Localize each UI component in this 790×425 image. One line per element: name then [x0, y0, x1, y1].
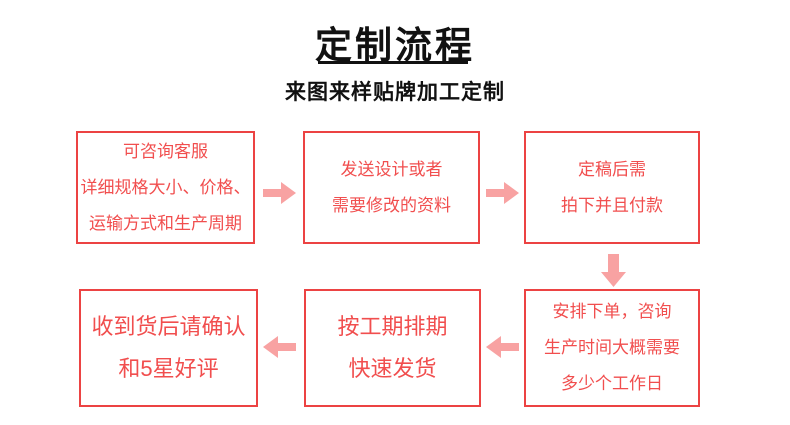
step-3-line-2: 拍下并且付款 [561, 195, 663, 215]
page-title: 定制流程 [315, 25, 475, 66]
arrow-right-icon [486, 182, 519, 204]
step-4-line-1: 安排下单，咨询 [552, 302, 672, 321]
step-box-3: 定稿后需 拍下并且付款 [524, 131, 700, 244]
step-4-line-3: 多少个工作日 [561, 374, 663, 393]
step-5-line-2: 快速发货 [348, 356, 437, 381]
step-box-5: 按工期排期 快速发货 [304, 289, 481, 407]
step-3-line-1: 定稿后需 [578, 159, 646, 179]
step-1-line-3: 运输方式和生产周期 [89, 213, 242, 233]
step-4-line-2: 生产时间大概需要 [544, 338, 680, 357]
step-1-line-2: 详细规格大小、价格、 [80, 177, 251, 197]
step-box-6: 收到货后请确认 和5星好评 [79, 289, 258, 407]
page-subtitle: 来图来样贴牌加工定制 [285, 81, 505, 104]
step-box-2: 发送设计或者 需要修改的资料 [303, 131, 480, 244]
step-2-line-2: 需要修改的资料 [332, 195, 451, 215]
step-6-line-1: 收到货后请确认 [91, 314, 246, 339]
arrow-left-icon [263, 336, 296, 358]
title-underline [318, 61, 468, 64]
step-box-1: 可咨询客服 详细规格大小、价格、 运输方式和生产周期 [76, 131, 255, 244]
arrow-left-icon [486, 336, 519, 358]
step-5-line-1: 按工期排期 [337, 314, 448, 339]
step-box-4: 安排下单，咨询 生产时间大概需要 多少个工作日 [524, 289, 700, 407]
step-2-line-1: 发送设计或者 [340, 159, 443, 179]
step-1-line-1: 可咨询客服 [123, 141, 208, 161]
step-6-line-2: 和5星好评 [118, 356, 219, 381]
arrow-right-icon [263, 182, 296, 204]
arrow-down-icon [601, 254, 626, 287]
